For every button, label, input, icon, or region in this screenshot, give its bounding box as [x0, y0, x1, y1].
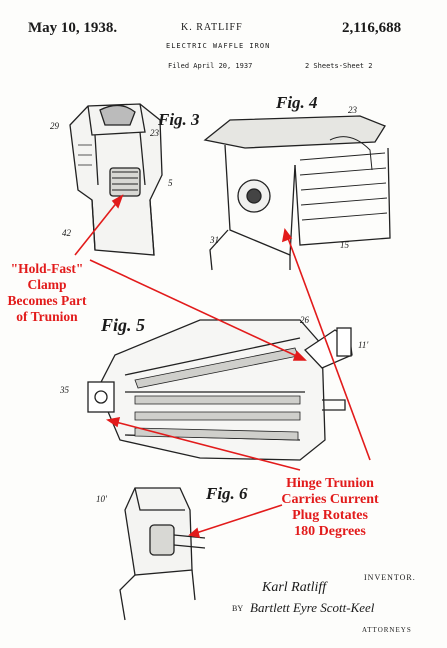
ref-numeral: 15	[340, 240, 349, 250]
sheet-count: 2 Sheets-Sheet 2	[305, 62, 373, 70]
ref-numeral: 26	[300, 315, 309, 325]
by-label: BY	[232, 604, 244, 613]
fig4-drawing	[203, 115, 391, 271]
ref-numeral: 42	[62, 228, 71, 238]
fig6-label: Fig. 6	[206, 484, 248, 503]
ref-numeral: 10'	[96, 494, 107, 504]
fig5-drawing	[87, 319, 353, 461]
fig5-label: Fig. 5	[101, 315, 146, 335]
ref-numeral: 23	[348, 105, 357, 115]
ref-numeral: 11'	[358, 340, 369, 350]
filed-date: Filed April 20, 1937	[168, 62, 253, 70]
patent-title: ELECTRIC WAFFLE IRON	[166, 42, 271, 50]
ref-numeral: 31	[210, 235, 219, 245]
inventor-label: INVENTOR.	[364, 573, 416, 582]
patent-date: May 10, 1938.	[28, 20, 118, 36]
ref-numeral: 29	[50, 121, 59, 131]
ref-numeral: 23	[150, 128, 159, 138]
inventor-header: K. RATLIFF	[181, 22, 243, 33]
hinge-annotation: Hinge Trunion Carries Current Plug Rotat…	[281, 476, 379, 539]
fig4-label: Fig. 4	[276, 93, 318, 112]
inventor-signature: Karl Ratliff	[262, 580, 327, 595]
ref-numeral: 5	[168, 178, 173, 188]
patent-number: 2,116,688	[342, 20, 402, 36]
attorney-signature: Bartlett Eyre Scott-Keel	[250, 600, 375, 615]
fig3-label: Fig. 3	[158, 110, 200, 129]
clamp-annotation: "Hold-Fast" Clamp Becomes Part of Trunio…	[7, 261, 87, 324]
fig6-drawing	[119, 487, 206, 621]
ref-numeral: 35	[60, 385, 69, 395]
fig3-drawing	[69, 103, 163, 256]
attorneys-label: ATTORNEYS	[362, 626, 412, 634]
